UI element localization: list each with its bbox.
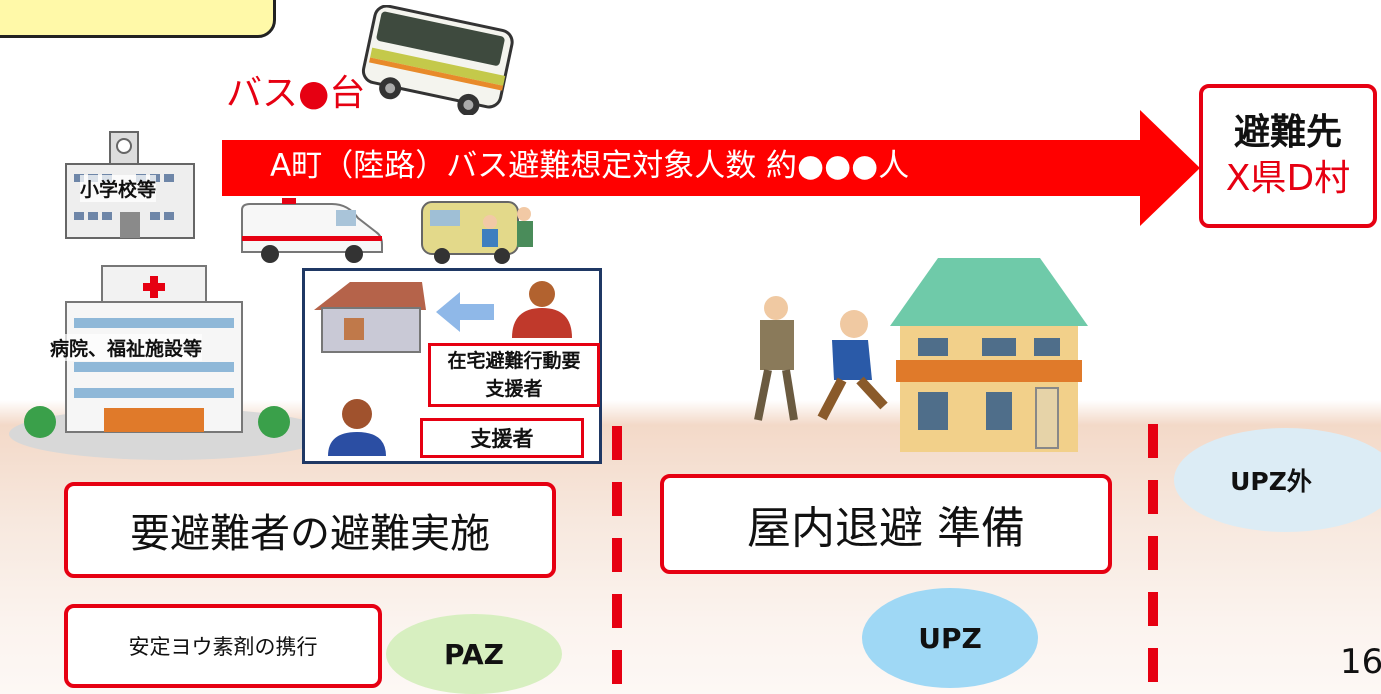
home-support-label: 在宅避難行動要支援者: [447, 350, 581, 400]
title-tab-corner: [0, 0, 276, 38]
supporter-label: 支援者: [470, 427, 534, 451]
residence-illustration: [890, 258, 1088, 452]
evacuation-arrow: [222, 110, 1200, 226]
zone-separator-upz-outside: [1148, 424, 1158, 694]
outside-zone-badge: UPZ外: [1174, 428, 1381, 532]
bus-count-label: バス●台: [226, 73, 366, 114]
ambulance-illustration: [241, 198, 383, 263]
supporter-person-icon: [328, 399, 386, 456]
upz-zone-badge: UPZ: [862, 588, 1038, 688]
page-number: 16: [1340, 642, 1381, 682]
zone-separator-paz-upz: [612, 426, 622, 694]
welfare-van-illustration: [421, 201, 533, 264]
upz-zone-label: UPZ: [918, 621, 982, 655]
upz-action-label: 屋内退避 準備: [747, 503, 1025, 554]
hospital-label: 病院、福祉施設等: [50, 334, 203, 361]
paz-action-label: 要避難者の避難実施: [130, 511, 490, 557]
paz-zone-badge: PAZ: [386, 614, 562, 694]
hospital-illustration: [9, 265, 329, 460]
outside-zone-label: UPZ外: [1230, 467, 1312, 496]
paz-action-box: 要避難者の避難実施: [64, 482, 556, 578]
school-label: 小学校等: [80, 175, 157, 202]
person-at-home-icon: [512, 281, 572, 338]
destination-place: X県D村: [1225, 158, 1351, 199]
arrow-left-icon: [436, 292, 494, 332]
house-icon: [314, 282, 426, 353]
upz-action-box: 屋内退避 準備: [660, 474, 1112, 574]
evacuating-people-illustration: [754, 296, 888, 421]
arrow-label: A町（陸路）バス避難想定対象人数 約●●●人: [270, 148, 910, 184]
iodine-box: 安定ヨウ素剤の携行: [64, 604, 382, 688]
home-support-label-box: 在宅避難行動要支援者: [428, 343, 600, 407]
destination-title: 避難先: [1233, 112, 1342, 153]
supporter-label-box: 支援者: [420, 418, 584, 458]
iodine-label: 安定ヨウ素剤の携行: [128, 635, 318, 659]
bus-illustration: [361, 5, 514, 115]
paz-zone-label: PAZ: [444, 637, 504, 671]
destination-box: 避難先 X県D村: [1199, 84, 1377, 228]
